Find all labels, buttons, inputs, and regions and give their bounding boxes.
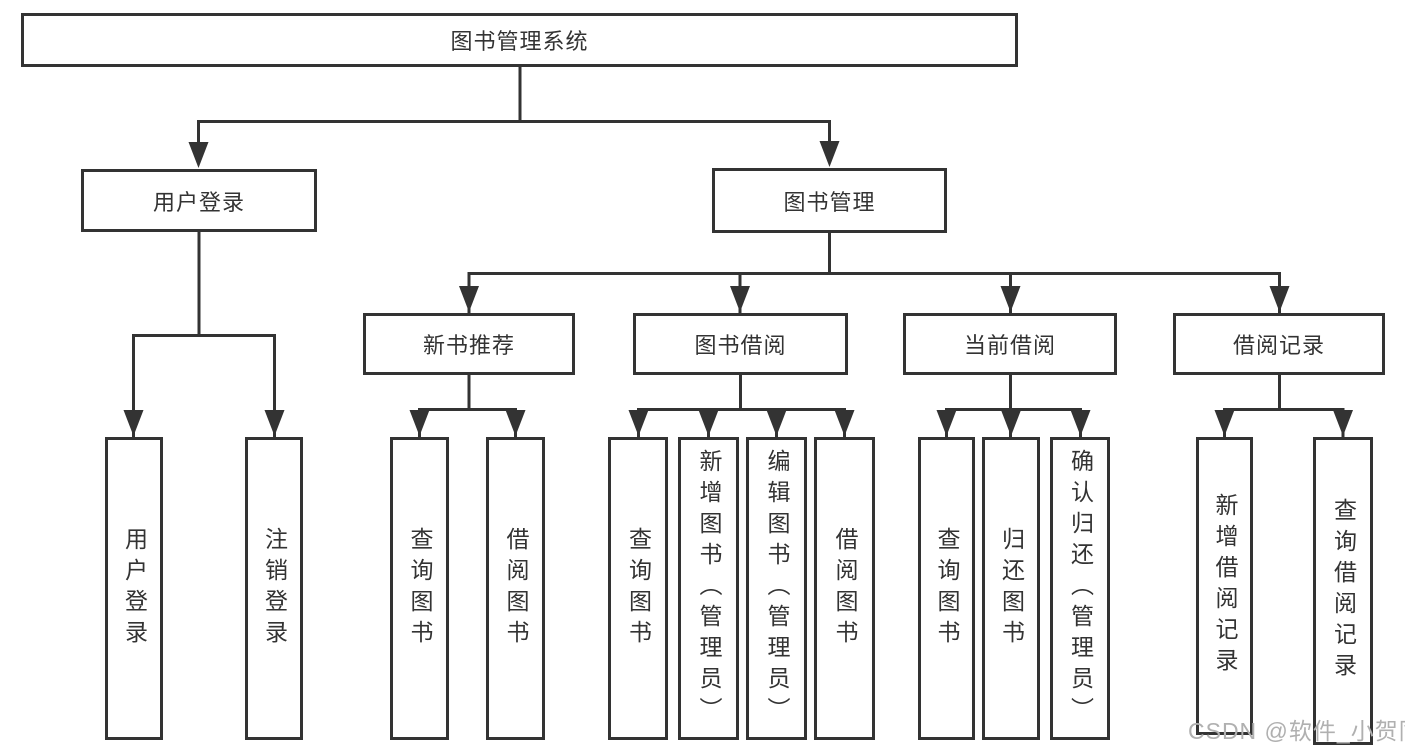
- down-arrowhead: [819, 141, 840, 167]
- leaf-logout: 注销登录: [245, 437, 303, 740]
- down-arrowhead: [936, 410, 957, 436]
- leaf-label: 查询图书: [625, 526, 652, 651]
- leaf-label: 查询图书: [934, 526, 960, 651]
- down-arrowhead: [698, 410, 719, 436]
- down-arrowhead: [730, 286, 750, 312]
- node-new-book-recommend: 新书推荐: [363, 313, 575, 375]
- csdn-watermark: CSDN @软件_小贺同学: [1188, 718, 1405, 744]
- node-label: 图书借阅: [694, 333, 787, 358]
- leaf-label: 归还图书: [998, 526, 1025, 651]
- node-book-borrow: 图书借阅: [633, 313, 848, 375]
- leaf-add-books-admin: 新增图书（管理员）: [678, 437, 739, 740]
- node-label: 新书推荐: [422, 333, 515, 358]
- leaf-return-books: 归还图书: [982, 437, 1040, 740]
- node-book-management: 图书管理: [712, 168, 947, 233]
- connector-book-mgmt-to-groups: [467, 233, 1281, 313]
- leaf-label: 注销登录: [261, 526, 288, 651]
- node-borrow-records: 借阅记录: [1173, 313, 1385, 375]
- down-arrowhead: [188, 142, 209, 168]
- leaf-query-books-borrow: 查询图书: [608, 437, 668, 740]
- leaf-borrow-books: 借阅图书: [814, 437, 875, 740]
- leaf-query-borrow-record: 查询借阅记录: [1313, 437, 1373, 745]
- connector-root-to-level2: [197, 67, 831, 144]
- down-arrowhead: [459, 286, 479, 312]
- connector-current-borrow-to-leaves: [945, 375, 1082, 437]
- node-label: 用户登录: [152, 189, 245, 215]
- leaf-borrow-books-recommend: 借阅图书: [486, 437, 545, 740]
- down-arrowhead: [1000, 286, 1021, 312]
- node-current-borrow: 当前借阅: [903, 313, 1117, 375]
- leaf-label: 新增图书（管理员）: [696, 449, 722, 728]
- down-arrowhead: [1001, 410, 1021, 436]
- leaf-add-borrow-record: 新增借阅记录: [1196, 437, 1253, 735]
- leaf-label: 编辑图书（管理员）: [764, 449, 790, 728]
- down-arrowhead: [264, 410, 285, 436]
- down-arrowhead: [766, 410, 787, 436]
- down-arrowhead: [834, 410, 855, 436]
- leaf-label: 借阅图书: [832, 526, 858, 651]
- down-arrowhead: [505, 410, 526, 436]
- node-root-system: 图书管理系统: [21, 13, 1018, 67]
- leaf-label: 查询借阅记录: [1330, 498, 1357, 684]
- node-label: 图书管理: [783, 189, 876, 215]
- connector-borrow-records-to-leaves: [1223, 375, 1345, 437]
- down-arrowhead: [1269, 286, 1290, 312]
- down-arrowhead: [123, 410, 144, 436]
- leaf-label: 用户登录: [121, 526, 148, 651]
- leaf-label: 确认归还（管理员）: [1067, 449, 1094, 728]
- down-arrowhead: [628, 410, 649, 436]
- leaf-label: 查询图书: [407, 526, 433, 651]
- connector-book-borrow-to-leaves: [637, 375, 846, 437]
- leaf-label: 新增借阅记录: [1212, 493, 1238, 679]
- leaf-edit-books-admin: 编辑图书（管理员）: [746, 437, 807, 740]
- connector-new-book-to-leaves: [418, 375, 517, 437]
- node-label: 当前借阅: [963, 333, 1056, 358]
- leaf-query-books-recommend: 查询图书: [390, 437, 449, 740]
- leaf-user-login: 用户登录: [105, 437, 163, 740]
- leaf-query-books-current: 查询图书: [918, 437, 975, 740]
- node-label: 借阅记录: [1232, 333, 1325, 358]
- down-arrowhead: [1214, 410, 1235, 436]
- leaf-confirm-return-admin: 确认归还（管理员）: [1050, 437, 1110, 740]
- down-arrowhead: [1333, 410, 1353, 436]
- leaf-label: 借阅图书: [503, 526, 529, 651]
- node-label: 图书管理系统: [450, 29, 589, 54]
- node-user-login: 用户登录: [81, 169, 317, 232]
- down-arrowhead: [1070, 410, 1091, 436]
- connector-user-login-to-leaves: [132, 232, 276, 437]
- down-arrowhead: [409, 410, 430, 436]
